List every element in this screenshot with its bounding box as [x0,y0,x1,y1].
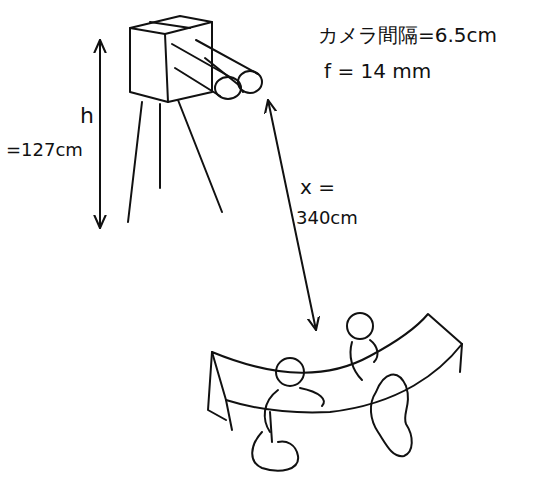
focal-length-label: f = 14 mm [324,60,431,82]
height-value: =127cm [6,140,83,160]
people [252,313,412,471]
distance-value: 340cm [296,208,358,228]
distance-symbol: x = [300,176,335,198]
tripod-legs [128,100,222,222]
curved-desk [208,314,462,442]
height-arrow [99,40,101,228]
camera-lenses [172,40,262,99]
camera-spacing-label: カメラ間隔=6.5cm [318,24,497,46]
height-symbol: h [80,104,94,128]
